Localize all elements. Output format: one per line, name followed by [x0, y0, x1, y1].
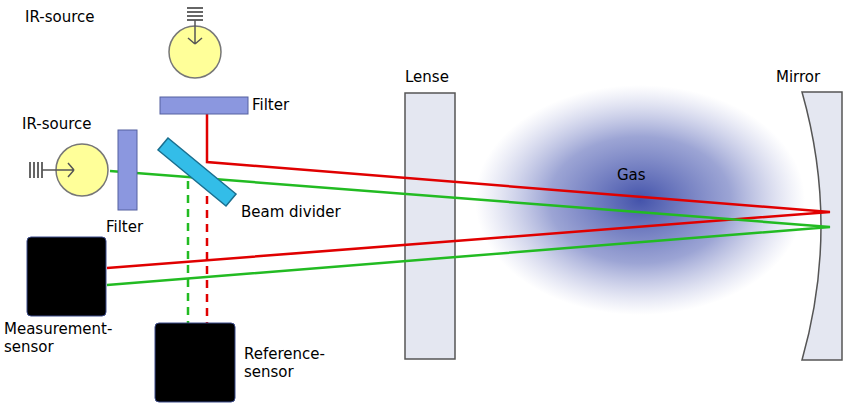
component-label: IR-source: [25, 8, 94, 26]
red-beam: [107, 114, 830, 268]
gas-cloud: [475, 85, 805, 315]
filter-top: [160, 97, 248, 114]
component-label: Beam divider: [241, 203, 341, 221]
red-reference-beam: [206, 196, 209, 323]
lens: [405, 93, 455, 359]
component-label: Gas: [617, 166, 646, 184]
beam-divider: [158, 138, 236, 206]
component-label: Measurement- sensor: [4, 320, 124, 356]
measurement-sensor: [27, 237, 106, 316]
green-reference-beam: [187, 181, 190, 323]
component-label: Reference- sensor: [244, 345, 344, 381]
ir-source-top: [169, 8, 221, 78]
component-label: Filter: [106, 218, 143, 236]
ir-source-left: [30, 144, 108, 196]
filter-left: [118, 130, 137, 210]
component-label: Filter: [252, 96, 289, 114]
reference-sensor: [155, 323, 235, 402]
component-label: IR-source: [22, 115, 91, 133]
component-label: Lense: [405, 68, 449, 86]
component-label: Mirror: [776, 68, 820, 86]
